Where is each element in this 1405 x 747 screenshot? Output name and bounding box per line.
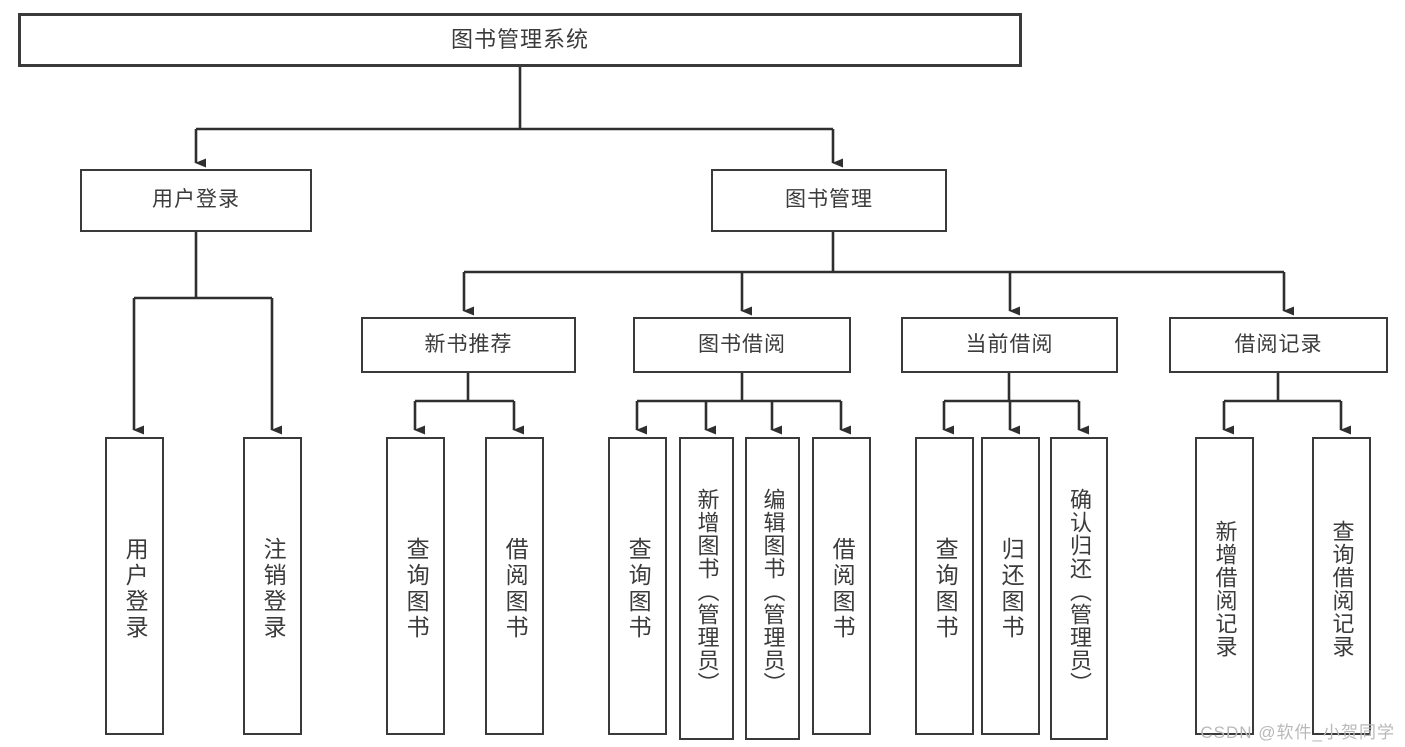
leaf-borrow-book-recommend[interactable]: 借阅图书 (485, 437, 544, 735)
node-book-management[interactable]: 图书管理 (711, 169, 947, 232)
node-root-library-management-system[interactable]: 图书管理系统 (18, 13, 1022, 67)
leaf-query-borrow-record[interactable]: 查询借阅记录 (1312, 437, 1371, 735)
leaf-label: 注销登录 (260, 537, 287, 641)
leaf-query-book-current[interactable]: 查询图书 (915, 437, 974, 735)
leaf-return-book[interactable]: 归还图书 (981, 437, 1040, 735)
leaf-label: 新增借阅记录 (1212, 520, 1238, 658)
leaf-label: 查询借阅记录 (1329, 520, 1355, 658)
leaf-label: 新增图书（管理员） (694, 488, 720, 695)
node-label: 图书借阅 (698, 332, 786, 356)
node-book-borrowing[interactable]: 图书借阅 (633, 317, 851, 373)
node-label: 用户登录 (152, 188, 240, 212)
leaf-label: 归还图书 (998, 537, 1025, 641)
leaf-add-book-admin[interactable]: 新增图书（管理员） (679, 437, 734, 740)
node-label: 图书管理 (785, 188, 873, 212)
node-borrowing-record[interactable]: 借阅记录 (1169, 317, 1388, 373)
leaf-label: 借阅图书 (829, 537, 856, 641)
leaf-logout[interactable]: 注销登录 (243, 437, 302, 735)
leaf-add-borrow-record[interactable]: 新增借阅记录 (1195, 437, 1254, 735)
node-label: 新书推荐 (424, 332, 513, 356)
leaf-label: 查询图书 (625, 537, 652, 641)
leaf-label: 借阅图书 (502, 537, 529, 641)
node-label: 当前借阅 (965, 332, 1054, 356)
leaf-confirm-return-admin[interactable]: 确认归还（管理员） (1050, 437, 1108, 740)
node-label: 图书管理系统 (450, 27, 589, 53)
node-new-book-recommendation[interactable]: 新书推荐 (361, 317, 576, 373)
leaf-edit-book-admin[interactable]: 编辑图书（管理员） (745, 437, 800, 740)
leaf-label: 查询图书 (932, 537, 959, 641)
leaf-label: 确认归还（管理员） (1066, 488, 1092, 695)
node-label: 借阅记录 (1234, 332, 1323, 356)
leaf-label: 用户登录 (122, 537, 149, 641)
leaf-label: 查询图书 (403, 537, 430, 641)
node-user-login[interactable]: 用户登录 (80, 169, 312, 232)
node-current-borrowing[interactable]: 当前借阅 (901, 317, 1118, 373)
leaf-label: 编辑图书（管理员） (760, 488, 786, 695)
leaf-borrow-book[interactable]: 借阅图书 (812, 437, 871, 735)
leaf-query-book-borrow[interactable]: 查询图书 (608, 437, 667, 735)
leaf-user-login[interactable]: 用户登录 (105, 437, 164, 735)
leaf-query-book-recommend[interactable]: 查询图书 (386, 437, 445, 735)
